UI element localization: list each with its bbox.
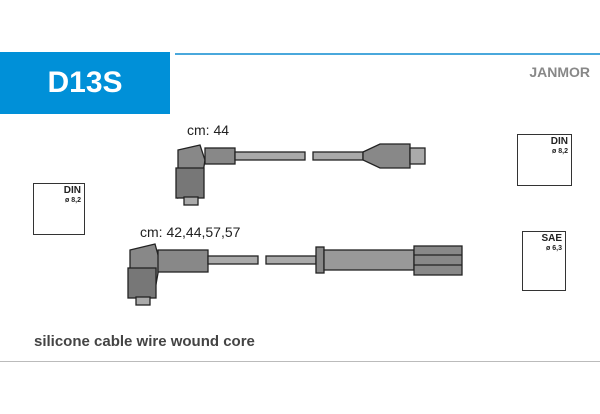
cable-length-label-2: cm: 42,44,57,57 [140,224,241,240]
header-divider [175,53,600,55]
cable-plug [127,243,463,306]
standard-label: DIN [63,185,81,196]
diameter-label: ø 6,3 [546,245,562,252]
brand-name: JANMOR [529,64,590,80]
product-description: silicone cable wire wound core [34,333,255,350]
diameter-label: ø 8,2 [552,148,568,155]
diameter-label: ø 8,2 [65,197,81,204]
standard-label: SAE [541,233,562,244]
cable-length-label-1: cm: 44 [187,122,230,138]
standard-label: DIN [550,136,568,147]
product-code: D13S [0,52,170,114]
cable-coil [175,143,426,206]
footer-divider [0,361,600,362]
